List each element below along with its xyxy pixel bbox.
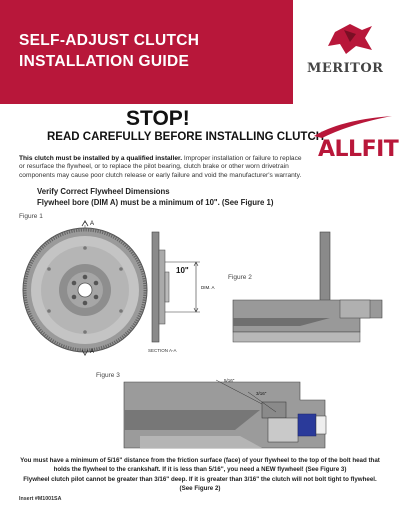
meritor-wordmark: MERITOR <box>307 61 384 76</box>
verify-line-2: Flywheel bore (DIM A) must be a minimum … <box>37 197 274 207</box>
dim-a-value: 10" <box>176 266 189 275</box>
figure-3-label: Figure 3 <box>96 372 120 379</box>
guide-title: SELF-ADJUST CLUTCH INSTALLATION GUIDE <box>19 30 199 72</box>
pilot-depth-paragraph: Flywheel clutch pilot cannot be greater … <box>23 476 377 492</box>
allfit-logo: ALLFIT <box>318 137 399 162</box>
intro-rest: Improper installation or failure to repl… <box>19 155 302 179</box>
bolt-clearance-paragraph: You must have a minimum of 5/16" distanc… <box>20 457 380 473</box>
bull-icon <box>328 24 372 54</box>
warning-subheading: READ CAREFULLY BEFORE INSTALLING CLUTCH <box>47 131 325 143</box>
section-arrow-a-top: A <box>90 221 95 227</box>
figure-2-label: Figure 2 <box>228 274 252 281</box>
callout-5-16: 5/16" <box>224 378 235 383</box>
title-line-2: INSTALLATION GUIDE <box>19 53 190 70</box>
dim-a-label: DIM. A <box>201 285 215 290</box>
section-a-a-label: SECTION A-A <box>148 348 177 353</box>
insert-number: Insert #M1001SA <box>19 496 62 502</box>
title-line-1: SELF-ADJUST CLUTCH <box>19 32 200 49</box>
figure-1-label: Figure 1 <box>19 213 43 220</box>
callout-3-16: 3/16" <box>256 391 267 396</box>
stop-heading: STOP! <box>126 107 190 130</box>
intro-paragraph: This clutch must be installed by a quali… <box>19 155 302 180</box>
section-arrow-a-bottom: A <box>90 349 95 355</box>
verify-line-1: Verify Correct Flywheel Dimensions <box>37 187 170 196</box>
intro-bold: This clutch must be installed by a quali… <box>19 155 183 162</box>
verify-heading: Verify Correct Flywheel Dimensions Flywh… <box>37 187 274 208</box>
